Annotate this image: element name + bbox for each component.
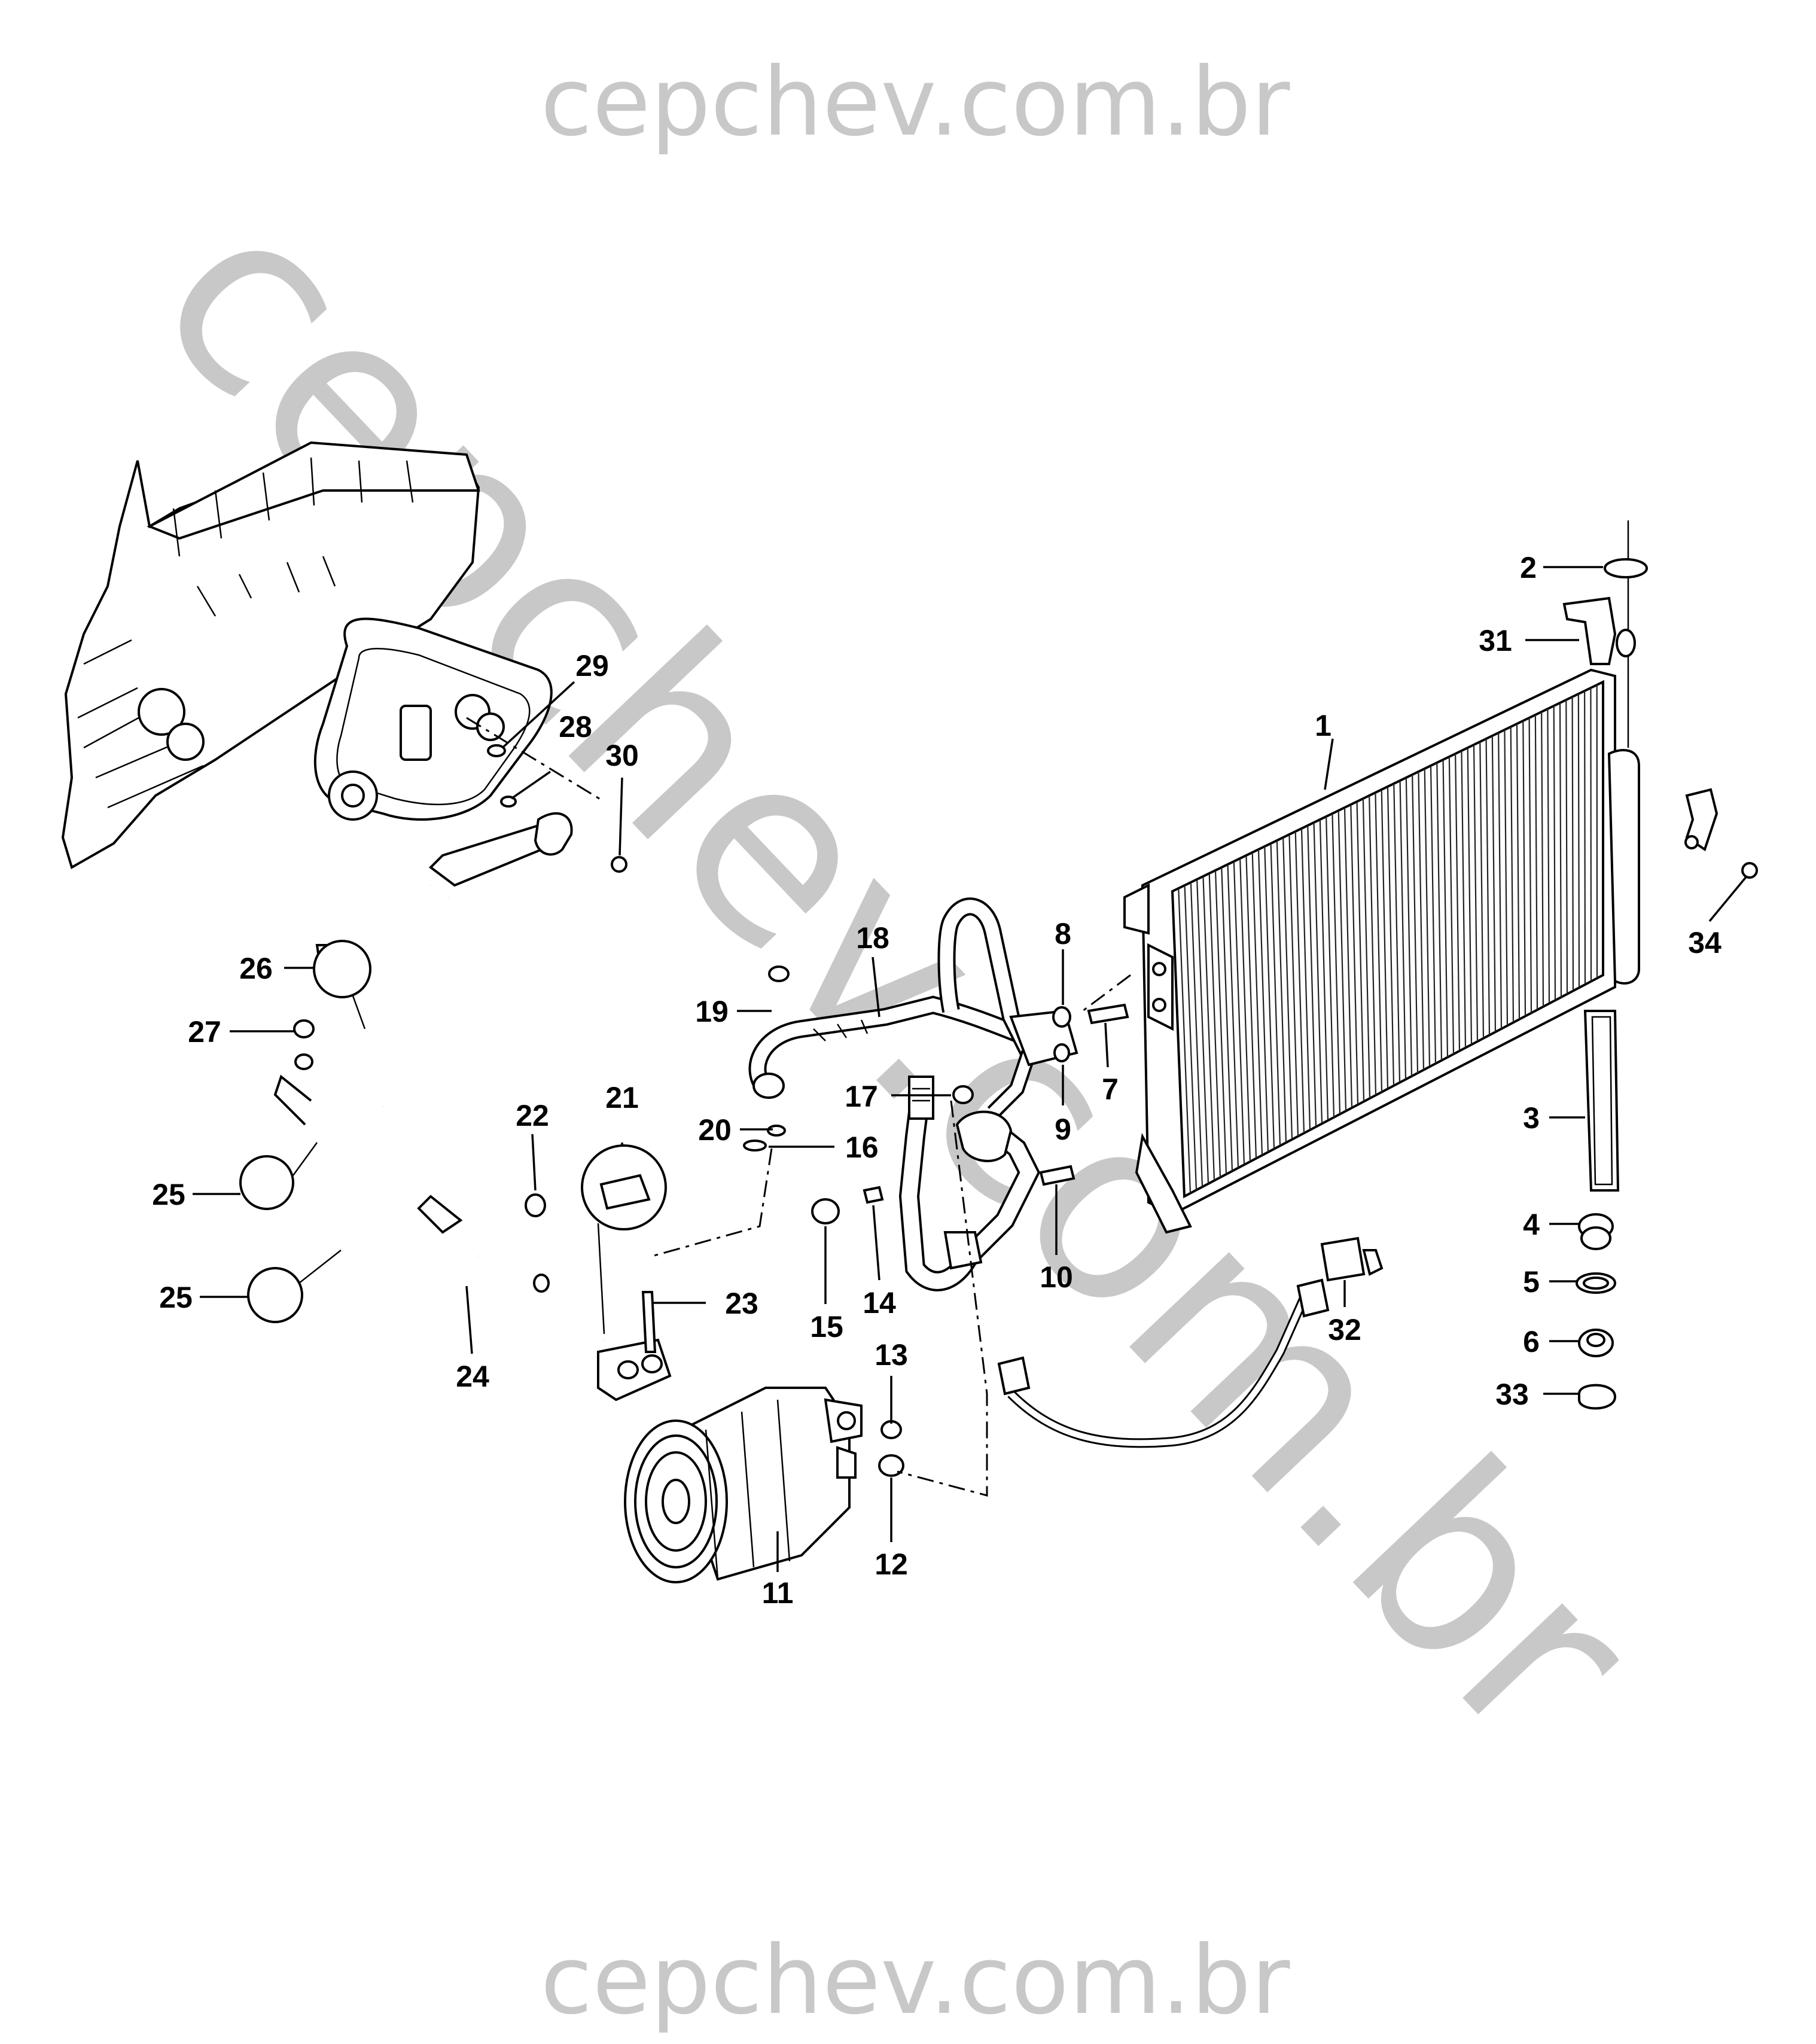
callout-18: 18 (856, 921, 889, 955)
callout-31: 31 (1479, 624, 1512, 657)
callout-28: 28 (559, 710, 592, 744)
callout-10: 10 (1040, 1260, 1073, 1294)
callout-23: 23 (725, 1287, 758, 1320)
callout-11: 11 (762, 1576, 794, 1610)
callout-16: 16 (845, 1131, 879, 1164)
callout-19: 19 (695, 995, 729, 1028)
callout-33: 33 (1495, 1378, 1529, 1411)
callout-27: 27 (188, 1015, 221, 1049)
callout-25b: 25 (159, 1281, 193, 1314)
callout-17: 17 (845, 1080, 878, 1113)
callout-24: 24 (456, 1360, 489, 1393)
callout-3: 3 (1523, 1101, 1540, 1135)
callout-34: 34 (1688, 926, 1721, 959)
hvac-module (63, 443, 551, 867)
callout-13: 13 (875, 1338, 908, 1372)
callout-2: 2 (1520, 551, 1537, 584)
watermark-top: cepchev.com.br (541, 47, 1290, 157)
callout-15: 15 (810, 1310, 843, 1344)
callout-12: 12 (875, 1548, 908, 1581)
watermark-bottom: cepchev.com.br (541, 1926, 1290, 2036)
callout-1: 1 (1315, 709, 1331, 742)
callout-7: 7 (1102, 1073, 1119, 1106)
callout-5: 5 (1523, 1265, 1540, 1299)
compressor (625, 1388, 861, 1582)
callout-9: 9 (1055, 1113, 1071, 1146)
callout-20: 20 (698, 1113, 732, 1147)
callout-22: 22 (516, 1099, 549, 1132)
callout-25a: 25 (152, 1178, 185, 1211)
callout-26: 26 (239, 952, 273, 985)
callout-4: 4 (1523, 1208, 1540, 1241)
callout-32: 32 (1328, 1313, 1361, 1347)
callout-21: 21 (605, 1081, 639, 1114)
callout-8: 8 (1055, 917, 1071, 951)
condenser-fin (1590, 688, 1591, 982)
callout-29: 29 (575, 649, 609, 683)
condenser (1125, 670, 1639, 1232)
callout-14: 14 (863, 1286, 896, 1320)
callout-6: 6 (1523, 1325, 1540, 1358)
callout-30: 30 (605, 739, 639, 772)
